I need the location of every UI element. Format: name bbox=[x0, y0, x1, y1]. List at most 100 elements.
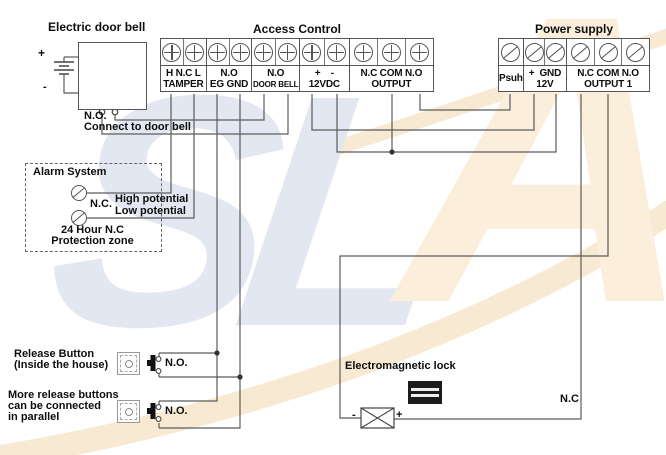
phillips-screw-icon bbox=[278, 42, 298, 62]
lock-nc-wire-label: N.C bbox=[560, 393, 579, 405]
terminal-screw-cell bbox=[184, 39, 206, 65]
terminal-label-line1: Psuh bbox=[499, 73, 523, 85]
maglock-icon bbox=[408, 381, 442, 404]
terminal-label-line1: + GND bbox=[528, 67, 562, 79]
alarm-low-wire bbox=[87, 94, 195, 219]
button-wire-1 bbox=[159, 94, 218, 402]
battery-minus-label: - bbox=[43, 81, 47, 93]
terminal-label-line1: N.C COM N.O bbox=[577, 67, 639, 79]
terminal-screw-cell bbox=[300, 39, 325, 66]
release-button-label-2: (Inside the house) bbox=[14, 359, 109, 371]
terminal-label-line2: DOOR BELL bbox=[253, 79, 299, 89]
push-button-symbol-1 bbox=[147, 355, 162, 374]
phillips-screw-icon bbox=[353, 42, 373, 62]
terminal-screw-cell bbox=[230, 39, 252, 65]
doorbell-wire-b bbox=[101, 94, 289, 135]
more-buttons-label-1: More release buttons bbox=[8, 389, 119, 401]
flat-screw-icon bbox=[570, 42, 590, 62]
phillips-screw-icon bbox=[381, 42, 401, 62]
high-potential-label: High potential bbox=[115, 193, 189, 205]
release-button-no-label: N.O. bbox=[165, 357, 188, 369]
terminal-label-line2: OUTPUT 1 bbox=[584, 78, 632, 90]
flat-screw-icon bbox=[524, 42, 544, 62]
phillips-screw-icon bbox=[230, 42, 250, 62]
button-wire-2 bbox=[159, 94, 241, 429]
phillips-screw-icon bbox=[185, 42, 205, 62]
lock-coil-symbol bbox=[360, 407, 395, 429]
more-buttons-label-2: can be connected bbox=[8, 400, 101, 412]
terminal-screw-cell bbox=[567, 39, 595, 66]
terminal-label-line2: 12V bbox=[536, 78, 554, 90]
terminal-screw-cell bbox=[161, 39, 184, 66]
phillips-screw-icon bbox=[254, 42, 274, 62]
terminal-label-line2: TAMPER bbox=[163, 78, 204, 90]
alarm-nc-label: N.C. bbox=[90, 198, 112, 210]
release-button-icon bbox=[117, 352, 140, 375]
more-buttons-no-label: N.O. bbox=[165, 405, 188, 417]
terminal-screw-cell bbox=[325, 39, 349, 65]
junction-dots bbox=[214, 149, 395, 380]
flat-screw-icon bbox=[626, 42, 646, 62]
terminal-group: + -12VDC bbox=[300, 39, 350, 91]
flat-screw-icon bbox=[501, 42, 521, 62]
terminal-screw-cell bbox=[499, 39, 523, 65]
doorbell-no-label: N.O. bbox=[84, 110, 107, 122]
terminal-group-label: Psuh bbox=[499, 66, 523, 91]
terminal-label-line1: H N.C L bbox=[165, 67, 201, 79]
terminal-label-line1: + - bbox=[314, 67, 334, 79]
terminal-group-label: + -12VDC bbox=[300, 66, 349, 91]
plus12v-wire bbox=[311, 94, 535, 131]
alarm-terminal-screw bbox=[71, 185, 87, 201]
phillips-screw-icon bbox=[162, 42, 182, 62]
power-supply-title: Power supply bbox=[534, 22, 614, 36]
terminal-label-line2: OUTPUT bbox=[371, 78, 412, 90]
alarm-zone-line1: 24 Hour N.C bbox=[61, 224, 124, 236]
terminal-screw-cell bbox=[595, 39, 623, 66]
no-to-psuh-wire bbox=[419, 94, 511, 111]
doorbell-wire-a bbox=[114, 94, 265, 121]
flat-screw-icon bbox=[598, 42, 618, 62]
push-button-symbol-2 bbox=[147, 403, 162, 422]
minus12v-gnd-wire bbox=[336, 94, 557, 153]
terminal-screw-cell bbox=[378, 39, 406, 66]
doorbell-connect-label: Connect to door bell bbox=[84, 121, 191, 133]
battery-icon bbox=[54, 61, 74, 75]
terminal-screw-cell bbox=[406, 39, 433, 65]
phillips-screw-icon bbox=[327, 42, 347, 62]
phillips-screw-icon bbox=[409, 42, 429, 62]
terminal-screw-cell bbox=[207, 39, 230, 66]
phillips-screw-icon bbox=[302, 42, 322, 62]
flat-screw-icon bbox=[546, 42, 566, 62]
terminal-label-line1: N.C COM N.O bbox=[360, 67, 423, 79]
battery-wire-bottom bbox=[63, 74, 78, 94]
alarm-system-box bbox=[25, 163, 162, 252]
alarm-title: Alarm System bbox=[33, 166, 107, 178]
electromagnetic-lock-label: Electromagnetic lock bbox=[345, 360, 456, 372]
terminal-screw-cell bbox=[252, 39, 277, 66]
terminal-group: Psuh bbox=[499, 39, 524, 91]
alarm-high-wire bbox=[87, 94, 172, 194]
terminal-label-line1: N.O bbox=[220, 67, 238, 79]
lock-minus-label: - bbox=[352, 409, 356, 421]
terminal-screw-cell bbox=[622, 39, 649, 65]
doorbell-contacts bbox=[98, 108, 119, 116]
terminal-label-line2: EG GND bbox=[209, 78, 249, 90]
phillips-screw-icon bbox=[208, 42, 228, 62]
doorbell-title: Electric door bell bbox=[48, 20, 146, 34]
terminal-screw-cell bbox=[545, 39, 566, 65]
low-potential-label: Low potential bbox=[115, 205, 186, 217]
lock-plus-label: + bbox=[396, 409, 403, 421]
terminal-screw-cell bbox=[524, 39, 546, 66]
